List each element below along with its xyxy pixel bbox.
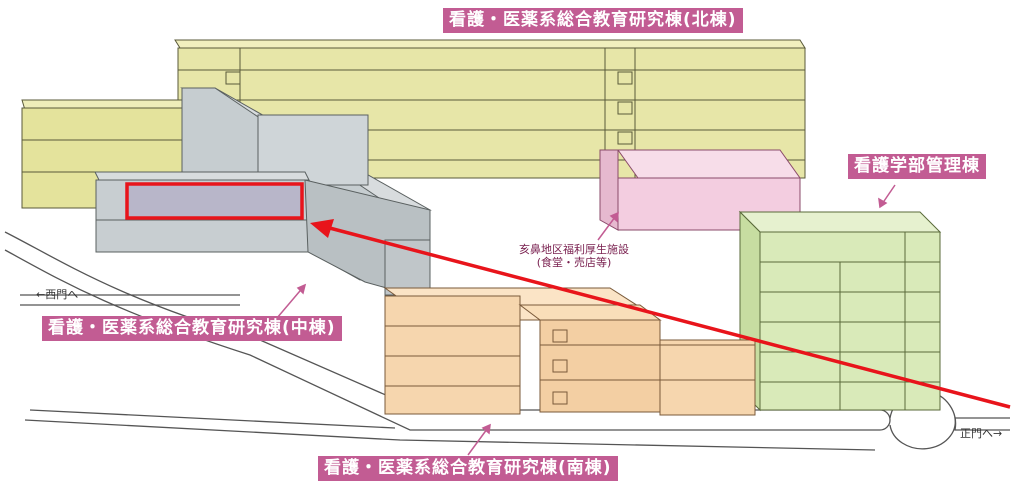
welfare-label: 亥鼻地区福利厚生施設 (食堂・売店等)	[519, 243, 629, 269]
south-building-label: 看護・医薬系総合教育研究棟(南棟)	[318, 456, 618, 481]
west-gate-label: ←西門へ	[36, 288, 79, 301]
label-pointers	[276, 184, 896, 456]
management-building	[738, 210, 942, 412]
highlight-box	[125, 182, 304, 220]
welfare-building	[599, 149, 801, 231]
welfare-label-line2: (食堂・売店等)	[536, 256, 612, 269]
north-building-label: 看護・医薬系総合教育研究棟(北棟)	[443, 8, 743, 33]
middle-building-label: 看護・医薬系総合教育研究棟(中棟)	[42, 316, 342, 341]
welfare-label-line1: 亥鼻地区福利厚生施設	[519, 243, 629, 256]
highlight-arrow	[310, 219, 1011, 409]
south-building	[383, 287, 756, 416]
main-gate-label: 正門へ→	[960, 427, 1003, 440]
management-building-label: 看護学部管理棟	[848, 154, 986, 179]
